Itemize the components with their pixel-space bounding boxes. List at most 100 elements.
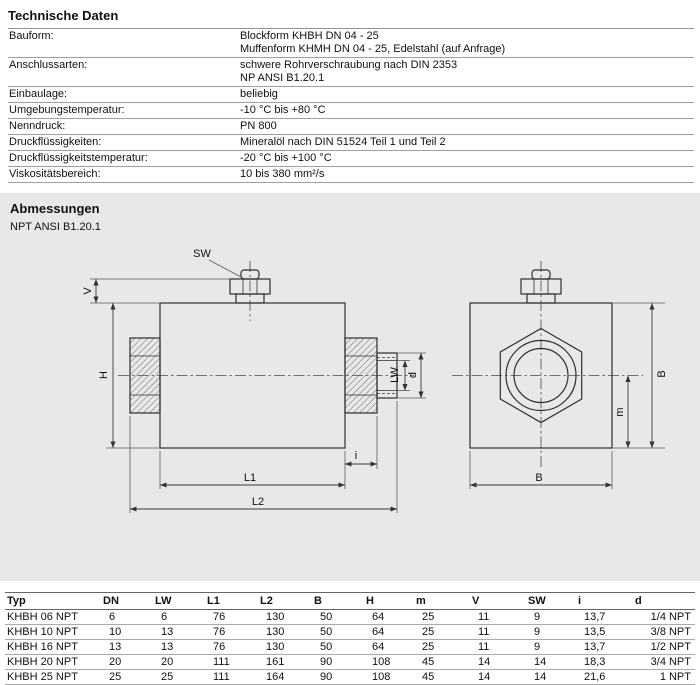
- cell: 3/4 NPT: [633, 654, 695, 670]
- spec-label: Anschlussarten:: [8, 57, 239, 87]
- dim-label-b-bottom: B: [535, 472, 542, 484]
- cell: 21,6: [576, 669, 633, 685]
- cell: 25: [101, 669, 153, 685]
- side-view: [118, 261, 414, 449]
- cell: 1/2 NPT: [633, 639, 695, 655]
- spec-value-line: Mineralöl nach DIN 51524 Teil 1 und Teil…: [240, 136, 446, 148]
- col-header: L1: [205, 592, 258, 610]
- cell: 108: [364, 654, 414, 670]
- dimension-table: Typ DN LW L1 L2 B H m V SW i d KHBH 06 N…: [5, 592, 695, 685]
- dim-label-m: m: [614, 407, 626, 416]
- col-header: d: [633, 592, 695, 610]
- cell: 20: [153, 654, 205, 670]
- spec-table: Bauform: Blockform KHBH DN 04 - 25 Muffe…: [8, 28, 694, 183]
- cell-typ: KHBH 25 NPT: [5, 669, 101, 685]
- port-hexagon: [499, 327, 583, 424]
- cell: 50: [312, 609, 364, 625]
- dim-label-lw: LW: [389, 367, 401, 383]
- spec-value-line: Muffenform KHMH DN 04 - 25, Edelstahl (a…: [240, 43, 506, 55]
- col-header: B: [312, 592, 364, 610]
- technical-drawing: SW V H LW d i L1: [82, 248, 668, 513]
- spec-value-line: -10 °C bis +80 °C: [240, 104, 326, 116]
- spec-value-line: Blockform KHBH DN 04 - 25: [240, 30, 379, 42]
- cell: 111: [205, 654, 258, 670]
- cell: 13,7: [576, 639, 633, 655]
- cell: 90: [312, 669, 364, 685]
- cell: 13,5: [576, 624, 633, 640]
- dimensions-title: Abmessungen: [10, 201, 100, 216]
- spec-value: Mineralöl nach DIN 51524 Teil 1 und Teil…: [239, 134, 694, 151]
- cell: 164: [258, 669, 312, 685]
- cell-typ: KHBH 20 NPT: [5, 654, 101, 670]
- cell-typ: KHBH 10 NPT: [5, 624, 101, 640]
- spec-row: Bauform: Blockform KHBH DN 04 - 25 Muffe…: [8, 28, 694, 58]
- cell: 11: [470, 639, 526, 655]
- port-bore-circle: [513, 347, 569, 404]
- dim-label-l1: L1: [244, 472, 256, 484]
- spec-label: Umgebungstemperatur:: [8, 102, 239, 119]
- dim-label-sw: SW: [193, 248, 211, 260]
- dim-table-header-row: Typ DN LW L1 L2 B H m V SW i d: [5, 592, 695, 610]
- spec-label: Druckflüssigkeitstemperatur:: [8, 150, 239, 167]
- port-outer-circle: [505, 339, 577, 412]
- cell: 130: [258, 639, 312, 655]
- dimensions-subtitle: NPT ANSI B1.20.1: [10, 221, 101, 233]
- dimensions-section: SW V H LW d i L1: [0, 193, 700, 581]
- col-header: DN: [101, 592, 153, 610]
- cell: 130: [258, 624, 312, 640]
- dim-label-v: V: [82, 287, 94, 295]
- col-header: LW: [153, 592, 205, 610]
- spec-value: beliebig: [239, 86, 694, 103]
- cell: 13: [101, 639, 153, 655]
- cell: 9: [526, 609, 576, 625]
- cell: 11: [470, 609, 526, 625]
- cell: 50: [312, 639, 364, 655]
- col-header: L2: [258, 592, 312, 610]
- spec-value: -10 °C bis +80 °C: [239, 102, 694, 119]
- col-header: SW: [526, 592, 576, 610]
- cell: 64: [364, 624, 414, 640]
- spec-row: Druckflüssigkeitstemperatur: -20 °C bis …: [8, 150, 694, 167]
- dim-label-i: i: [355, 450, 357, 462]
- cell: 6: [153, 609, 205, 625]
- table-row: KHBH 16 NPT 13 13 76 130 50 64 25 11 9 1…: [5, 639, 695, 655]
- tech-data-section: Technische Daten Bauform: Blockform KHBH…: [0, 0, 700, 183]
- cell: 14: [526, 654, 576, 670]
- front-view: [452, 261, 643, 467]
- cell: 3/8 NPT: [633, 624, 695, 640]
- front-view-dimensions: m B B: [469, 302, 668, 489]
- spec-value: 10 bis 380 mm²/s: [239, 166, 694, 183]
- cell: 9: [526, 639, 576, 655]
- spec-value-line: -20 °C bis +100 °C: [240, 152, 332, 164]
- spec-label: Druckflüssigkeiten:: [8, 134, 239, 151]
- spec-row: Umgebungstemperatur: -10 °C bis +80 °C: [8, 102, 694, 119]
- cell: 76: [205, 609, 258, 625]
- cell: 20: [101, 654, 153, 670]
- spec-value: PN 800: [239, 118, 694, 135]
- spec-row: Anschlussarten: schwere Rohrverschraubun…: [8, 57, 694, 87]
- spec-value: schwere Rohrverschraubung nach DIN 2353 …: [239, 57, 694, 87]
- cell: 13: [153, 639, 205, 655]
- cell: 50: [312, 624, 364, 640]
- cell: 13,7: [576, 609, 633, 625]
- table-row: KHBH 20 NPT 20 20 111 161 90 108 45 14 1…: [5, 654, 695, 670]
- cell: 25: [414, 639, 470, 655]
- cell: 76: [205, 624, 258, 640]
- spec-row: Druckflüssigkeiten: Mineralöl nach DIN 5…: [8, 134, 694, 151]
- spec-label: Viskositätsbereich:: [8, 166, 239, 183]
- spec-value-line: NP ANSI B1.20.1: [240, 72, 325, 84]
- tech-data-title: Technische Daten: [8, 8, 119, 23]
- cell: 14: [470, 669, 526, 685]
- spec-value-line: schwere Rohrverschraubung nach DIN 2353: [240, 59, 458, 71]
- spec-row: Viskositätsbereich: 10 bis 380 mm²/s: [8, 166, 694, 183]
- left-union-nut: [129, 337, 161, 414]
- cell: 9: [526, 624, 576, 640]
- table-row: KHBH 10 NPT 10 13 76 130 50 64 25 11 9 1…: [5, 624, 695, 640]
- table-row: KHBH 06 NPT 6 6 76 130 50 64 25 11 9 13,…: [5, 609, 695, 625]
- cell: 90: [312, 654, 364, 670]
- spec-value-line: 10 bis 380 mm²/s: [240, 168, 325, 180]
- dim-label-l2: L2: [252, 496, 264, 508]
- spec-row: Nenndruck: PN 800: [8, 118, 694, 135]
- thread-stub: [376, 352, 398, 399]
- col-header: V: [470, 592, 526, 610]
